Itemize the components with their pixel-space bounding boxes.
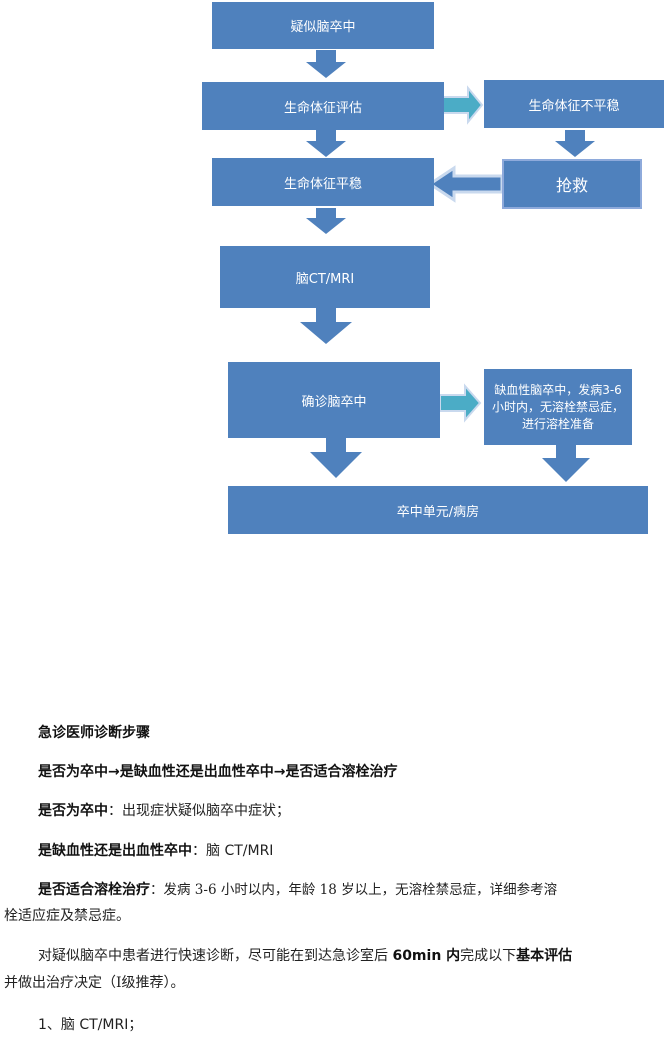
p-c: 完成以下 <box>460 948 517 964</box>
list-item-1: 1、脑 CT/MRI； <box>38 1017 143 1033</box>
question-2: 是缺血性还是出血性卒中：脑 CT/MRI <box>0 840 668 862</box>
p-a: 对疑似脑卒中患者进行快速诊断，尽可能在到达急诊室后 <box>38 948 393 964</box>
box-rescue: 抢救 <box>502 159 642 209</box>
question-3: 是否适合溶栓治疗：发病 3-6 小时以内，年龄 18 岁以上，无溶栓禁忌症，详细… <box>0 879 668 901</box>
down-arrow-1 <box>306 50 346 78</box>
question-3-cont: 栓适应症及禁忌症。 <box>4 908 130 924</box>
box-ct-mri: 脑CT/MRI <box>220 246 430 308</box>
right-arrow-1 <box>442 85 484 125</box>
down-arrow-5 <box>300 308 352 344</box>
paragraph-assessment-cont: 并做出治疗决定（Ⅰ级推荐）。 <box>4 975 185 991</box>
q3-label: 是否适合溶栓治疗 <box>38 882 150 898</box>
steps-line: 是否为卒中→是缺血性还是出血性卒中→是否适合溶栓治疗 <box>0 761 668 783</box>
left-arrow-rescue <box>427 165 504 203</box>
box-vital-stable: 生命体征平稳 <box>212 158 434 206</box>
flowchart-arrows <box>300 50 595 482</box>
down-arrow-4 <box>306 208 346 234</box>
p-d: 基本评估 <box>516 948 573 964</box>
q1-text: ：出现症状疑似脑卒中症状； <box>108 803 290 819</box>
down-arrow-3 <box>555 130 595 157</box>
q1-label: 是否为卒中 <box>38 803 108 819</box>
ischemic-line-2: 小时内，无溶栓禁忌症， <box>491 399 624 414</box>
heading-text: 急诊医师诊断步骤 <box>38 725 150 741</box>
down-arrow-2 <box>306 130 346 157</box>
down-arrow-7 <box>542 445 590 482</box>
q2-text: ：脑 CT/MRI <box>192 843 274 859</box>
down-arrow-6 <box>310 438 362 478</box>
q2-label: 是缺血性还是出血性卒中 <box>38 843 192 859</box>
heading-diagnosis-steps: 急诊医师诊断步骤 <box>0 722 668 744</box>
question-1: 是否为卒中：出现症状疑似脑卒中症状； <box>0 800 668 822</box>
p-b: 60min 内 <box>392 948 461 964</box>
right-arrow-2 <box>439 383 482 423</box>
box-ischemic: 缺血性脑卒中，发病3-6 小时内，无溶栓禁忌症， 进行溶栓准备 <box>484 369 632 445</box>
steps-text: 是否为卒中→是缺血性还是出血性卒中→是否适合溶栓治疗 <box>38 764 398 780</box>
box-stroke-unit: 卒中单元/病房 <box>228 486 648 534</box>
box-vital-unstable: 生命体征不平稳 <box>484 80 664 128</box>
q3-text: ：发病 3-6 小时以内，年龄 18 岁以上，无溶栓禁忌症，详细参考溶 <box>150 882 558 898</box>
box-vital-assess: 生命体征评估 <box>202 82 444 130</box>
paragraph-assessment: 对疑似脑卒中患者进行快速诊断，尽可能在到达急诊室后 60min 内完成以下基本评… <box>0 945 668 967</box>
ischemic-line-1: 缺血性脑卒中，发病3-6 <box>494 382 622 397</box>
box-confirmed: 确诊脑卒中 <box>228 362 440 438</box>
box-suspected: 疑似脑卒中 <box>212 2 434 49</box>
ischemic-line-3: 进行溶栓准备 <box>521 416 594 431</box>
